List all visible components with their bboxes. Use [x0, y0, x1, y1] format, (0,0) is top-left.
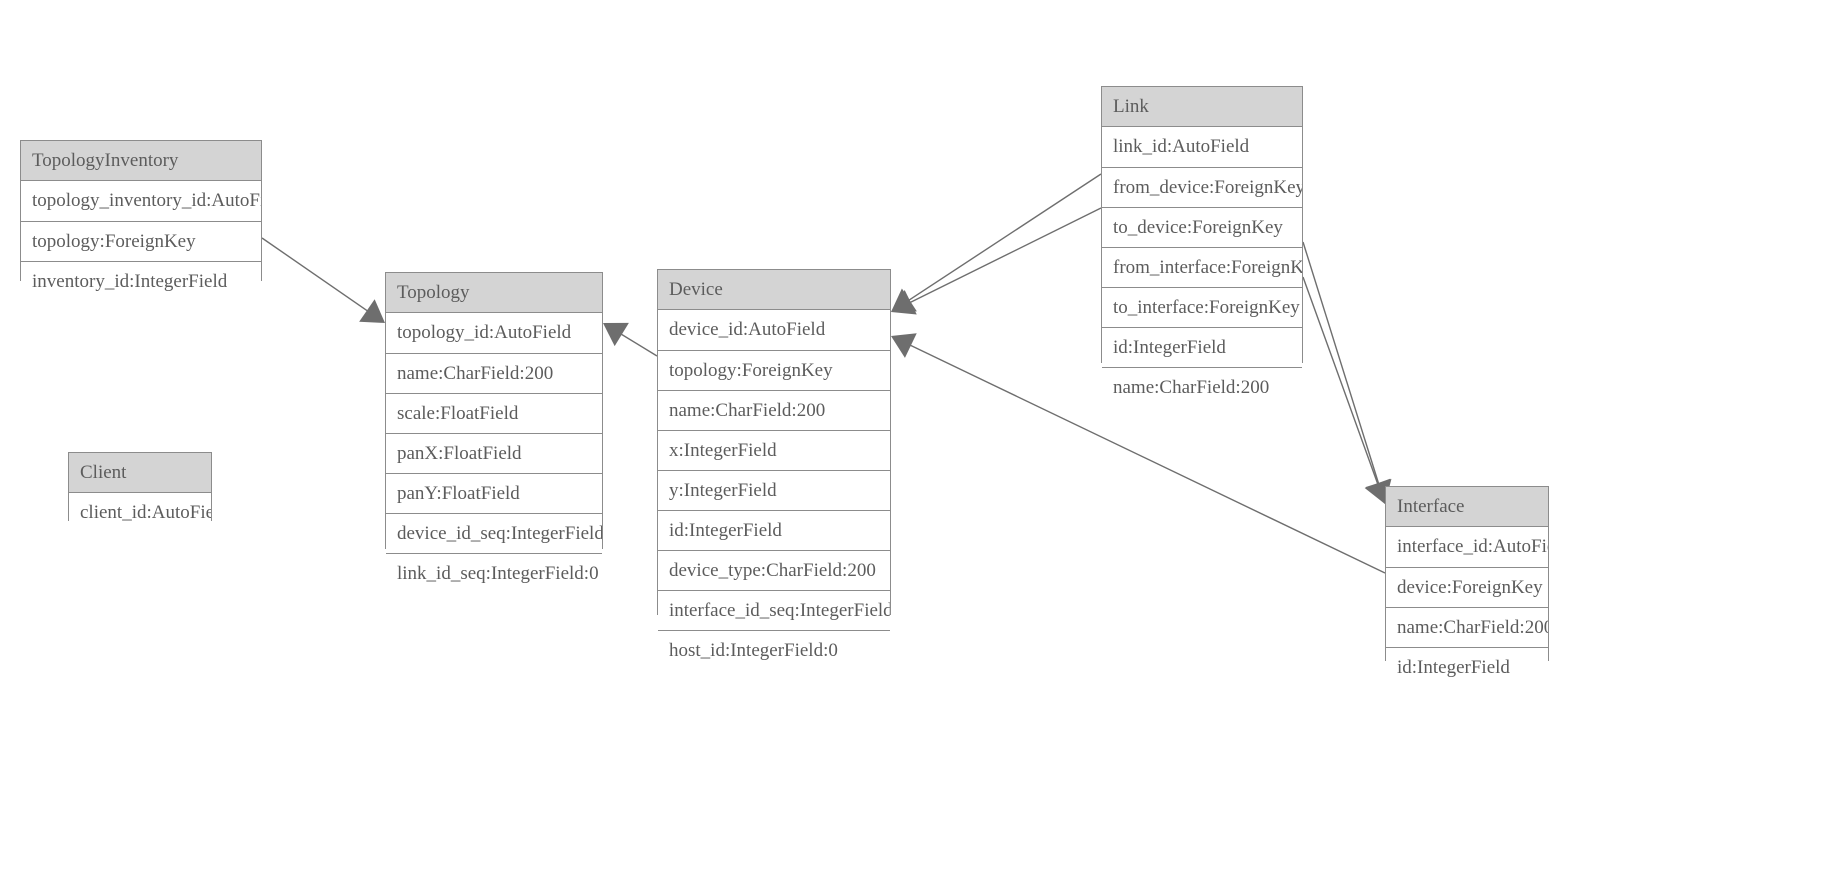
entity-fields-client: client_id:AutoField: [69, 493, 211, 533]
entity-field: client_id:AutoField: [69, 493, 211, 533]
entity-field: panX:FloatField: [386, 433, 602, 473]
entity-title-device: Device: [658, 270, 890, 310]
edge-link-to-device: [905, 207, 1102, 306]
entity-field: topology_id:AutoField: [386, 313, 602, 353]
entity-field: topology:ForeignKey: [658, 350, 890, 390]
entity-field: from_interface:ForeignKey: [1102, 247, 1302, 287]
entity-fields-interface: interface_id:AutoFielddevice:ForeignKeyn…: [1386, 527, 1548, 687]
entity-field: topology:ForeignKey: [21, 221, 261, 261]
entity-field: id:IntegerField: [1386, 647, 1548, 687]
entity-title-topologyinventory: TopologyInventory: [21, 141, 261, 181]
entity-field: name:CharField:200: [1386, 607, 1548, 647]
entity-field: interface_id_seq:IntegerField:0: [658, 590, 890, 630]
entity-field: y:IntegerField: [658, 470, 890, 510]
entity-field: to_interface:ForeignKey: [1102, 287, 1302, 327]
edge-link-from-interface: [1302, 241, 1381, 489]
entity-field: device:ForeignKey: [1386, 567, 1548, 607]
entity-field: to_device:ForeignKey: [1102, 207, 1302, 247]
entity-field: device_id:AutoField: [658, 310, 890, 350]
entity-field: name:CharField:200: [658, 390, 890, 430]
edge-link-from-device: [903, 173, 1102, 304]
edge-device-topology: [616, 330, 658, 357]
entity-field: from_device:ForeignKey: [1102, 167, 1302, 207]
entity-field: topology_inventory_id:AutoField: [21, 181, 261, 221]
entity-title-topology: Topology: [386, 273, 602, 313]
entity-fields-topologyinventory: topology_inventory_id:AutoFieldtopology:…: [21, 181, 261, 301]
entity-field: id:IntegerField: [658, 510, 890, 550]
entity-field: host_id:IntegerField:0: [658, 630, 890, 670]
entity-title-link: Link: [1102, 87, 1302, 127]
entity-title-client: Client: [69, 453, 211, 493]
entity-field: id:IntegerField: [1102, 327, 1302, 367]
entity-interface[interactable]: Interfaceinterface_id:AutoFielddevice:Fo…: [1385, 486, 1549, 687]
entity-field: x:IntegerField: [658, 430, 890, 470]
entity-field: inventory_id:IntegerField: [21, 261, 261, 301]
entity-field: scale:FloatField: [386, 393, 602, 433]
entity-field: device_type:CharField:200: [658, 550, 890, 590]
entity-field: link_id:AutoField: [1102, 127, 1302, 167]
entity-field: link_id_seq:IntegerField:0: [386, 553, 602, 593]
edge-link-to-interface: [1302, 276, 1381, 490]
entity-field: panY:FloatField: [386, 473, 602, 513]
entity-field: device_id_seq:IntegerField:0: [386, 513, 602, 553]
entity-field: name:CharField:200: [386, 353, 602, 393]
entity-field: interface_id:AutoField: [1386, 527, 1548, 567]
entity-field: name:CharField:200: [1102, 367, 1302, 407]
edge-topologyinventory-topology: [261, 237, 373, 315]
entity-title-interface: Interface: [1386, 487, 1548, 527]
